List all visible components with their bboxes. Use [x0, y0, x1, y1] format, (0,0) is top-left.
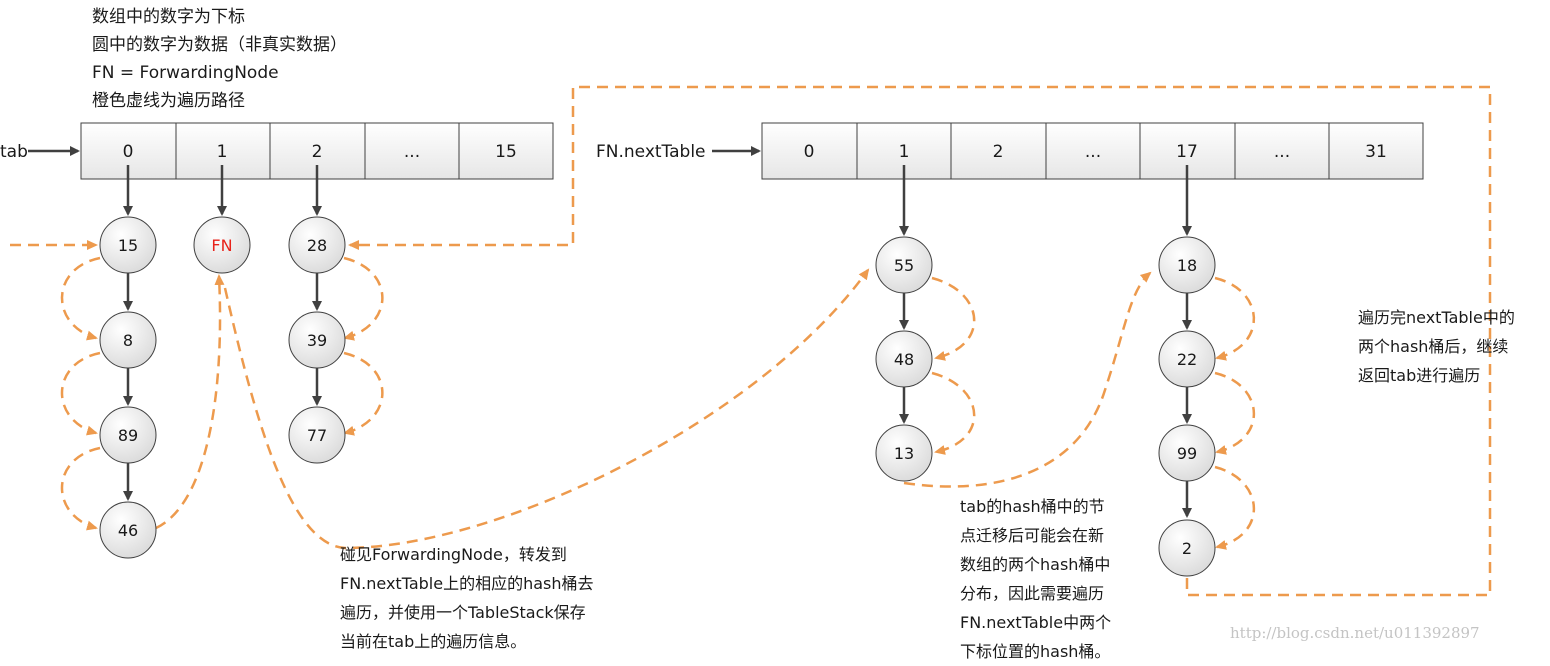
legend-line: 数组中的数字为下标 — [92, 7, 245, 27]
migration-note: tab的hash桶中的节 点迁移后可能会在新 数组的两个hash桶中 分布，因此… — [960, 492, 1111, 666]
traversal-path — [10, 85, 1492, 597]
node-value: 46 — [118, 521, 138, 540]
legend-line: FN = ForwardingNode — [92, 63, 279, 83]
note-line: 下标位置的hash桶。 — [960, 642, 1111, 661]
data-node — [1158, 424, 1216, 482]
path-segment — [343, 256, 384, 341]
next-table-bucket-17: 18 22 99 2 — [1158, 236, 1216, 577]
note-line: 返回tab进行遍历 — [1358, 366, 1481, 385]
path-segment — [60, 351, 101, 436]
data-node — [875, 330, 933, 388]
node-value: 77 — [307, 426, 327, 445]
legend: 数组中的数字为下标 圆中的数字为数据（非真实数据） FN = Forwardin… — [92, 3, 347, 115]
note-line: 数组的两个hash桶中 — [960, 555, 1111, 574]
next-table-index: ... — [1274, 142, 1290, 162]
path-segment — [60, 256, 101, 341]
next-table-label: FN.nextTable — [596, 142, 706, 162]
note-line: 点迁移后可能会在新 — [960, 526, 1105, 545]
path-segment — [343, 351, 384, 436]
forwarding-note: 碰见ForwardingNode，转发到 FN.nextTable上的相应的ha… — [340, 540, 594, 656]
next-table-index: 0 — [804, 142, 815, 162]
node-value: 18 — [1177, 256, 1197, 275]
tab-array: tab 0 1 2 ... 15 — [0, 122, 554, 180]
next-table-array: FN.nextTable 0 1 2 ... 17 ... 31 — [596, 122, 1424, 180]
node-value: 28 — [307, 236, 327, 255]
return-note: 遍历完nextTable中的 两个hash桶后，继续 返回tab进行遍历 — [1358, 303, 1515, 390]
next-table-index: 1 — [899, 142, 910, 162]
path-segment — [1214, 371, 1256, 455]
note-line: tab的hash桶中的节 — [960, 497, 1105, 516]
tab-bucket-2: 28 39 77 — [288, 216, 346, 464]
path-segment — [903, 271, 1152, 488]
tab-bucket-1: FN — [193, 216, 251, 274]
path-segment — [155, 274, 225, 530]
data-node — [99, 501, 157, 559]
note-line: 碰见ForwardingNode，转发到 — [340, 545, 567, 564]
data-node — [288, 311, 346, 369]
data-node — [99, 216, 157, 274]
forwarding-node-label: FN — [211, 236, 232, 255]
tab-label: tab — [0, 142, 28, 162]
data-node — [99, 311, 157, 369]
path-segment — [60, 446, 101, 531]
next-table-cell — [950, 122, 1047, 180]
tab-index: 15 — [495, 142, 517, 162]
node-value: 15 — [118, 236, 138, 255]
node-value: 99 — [1177, 444, 1197, 463]
legend-line: 橙色虚线为遍历路径 — [92, 91, 245, 111]
data-node — [1158, 330, 1216, 388]
path-segment — [1214, 465, 1256, 550]
next-table-index: 2 — [993, 142, 1004, 162]
next-table-index: 17 — [1176, 142, 1198, 162]
next-table-cell — [1045, 122, 1141, 180]
data-node — [99, 406, 157, 464]
path-segment — [1214, 276, 1256, 361]
note-line: 分布，因此需要遍历 — [960, 584, 1105, 603]
tab-cell — [364, 122, 460, 180]
tab-cell — [458, 122, 554, 180]
tab-bucket-0: 15 8 89 46 — [99, 216, 157, 559]
data-node — [288, 216, 346, 274]
path-segment — [223, 268, 870, 550]
forwarding-node — [193, 216, 251, 274]
next-table-cell — [1234, 122, 1330, 180]
node-value: 13 — [894, 444, 914, 463]
note-line: 当前在tab上的遍历信息。 — [340, 632, 527, 651]
data-node — [1158, 519, 1216, 577]
next-table-cell — [1328, 122, 1424, 180]
node-value: 39 — [307, 331, 327, 350]
data-node — [288, 406, 346, 464]
path-segment — [931, 371, 976, 455]
legend-line: 圆中的数字为数据（非真实数据） — [92, 35, 347, 55]
note-line: FN.nextTable上的相应的hash桶去 — [340, 574, 594, 593]
tab-index: 2 — [312, 142, 323, 162]
data-node — [875, 424, 933, 482]
node-value: 22 — [1177, 350, 1197, 369]
next-table-index: ... — [1085, 142, 1101, 162]
next-table-bucket-1: 55 48 13 — [875, 236, 933, 482]
note-line: 两个hash桶后，继续 — [1358, 337, 1509, 356]
tab-index: 1 — [217, 142, 228, 162]
watermark: http://blog.csdn.net/u011392897 — [1230, 624, 1480, 642]
data-node — [1158, 236, 1216, 294]
next-table-index: 31 — [1365, 142, 1387, 162]
note-line: 遍历完nextTable中的 — [1358, 308, 1515, 327]
path-return — [348, 85, 1492, 597]
node-value: 55 — [894, 256, 914, 275]
node-value: 89 — [118, 426, 138, 445]
note-line: FN.nextTable中两个 — [960, 613, 1112, 632]
tab-index: 0 — [123, 142, 134, 162]
data-node — [875, 236, 933, 294]
tab-index: ... — [404, 142, 420, 162]
node-value: 48 — [894, 350, 914, 369]
bucket-links — [123, 165, 1192, 518]
path-segment — [931, 276, 976, 361]
node-value: 2 — [1182, 539, 1192, 558]
node-value: 8 — [123, 331, 133, 350]
note-line: 遍历，并使用一个TableStack保存 — [340, 603, 586, 622]
